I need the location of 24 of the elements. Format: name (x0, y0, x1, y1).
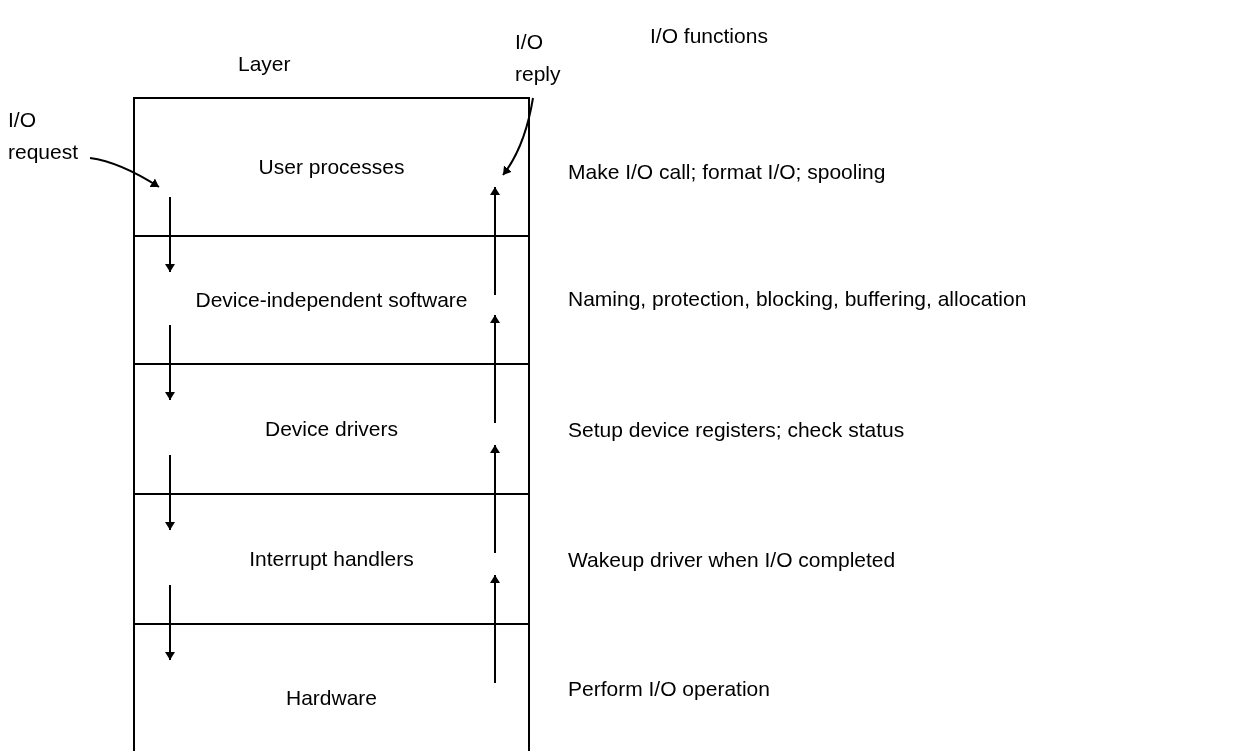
arrow (165, 584, 175, 661)
arrow-caption: I/O request (8, 104, 90, 170)
curved-arrow (502, 97, 534, 176)
layer-box: Device drivers (133, 363, 530, 495)
layer-box: Hardware (133, 623, 530, 751)
layer-box: Device-independent software (133, 235, 530, 365)
function-description: Wakeup driver when I/O completed (568, 547, 896, 573)
function-description: Naming, protection, blocking, buffering, allocation (568, 286, 1027, 312)
layer-box: Interrupt handlers (133, 493, 530, 625)
arrow (165, 454, 175, 531)
arrow (490, 314, 500, 424)
column-heading: I/O functions (650, 23, 768, 49)
layer-box: User processes (133, 97, 530, 237)
function-description: Setup device registers; check status (568, 417, 905, 443)
function-description: Make I/O call; format I/O; spooling (568, 159, 886, 185)
function-description: Perform I/O operation (568, 676, 770, 702)
column-heading: Layer (238, 51, 291, 77)
curved-arrow (89, 157, 160, 188)
arrow-caption: I/O reply (515, 26, 585, 98)
arrow (165, 324, 175, 401)
arrow (490, 186, 500, 296)
arrow (490, 444, 500, 554)
arrow (165, 196, 175, 273)
arrow (490, 574, 500, 684)
